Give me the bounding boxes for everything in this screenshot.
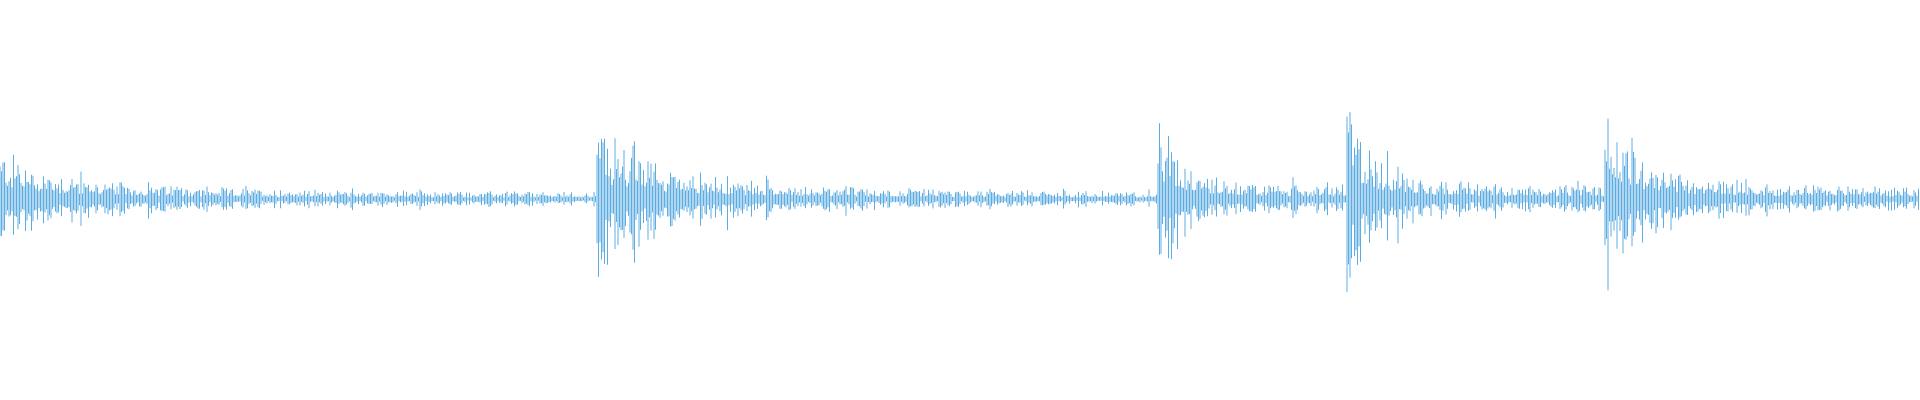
waveform-bars bbox=[0, 112, 1919, 292]
